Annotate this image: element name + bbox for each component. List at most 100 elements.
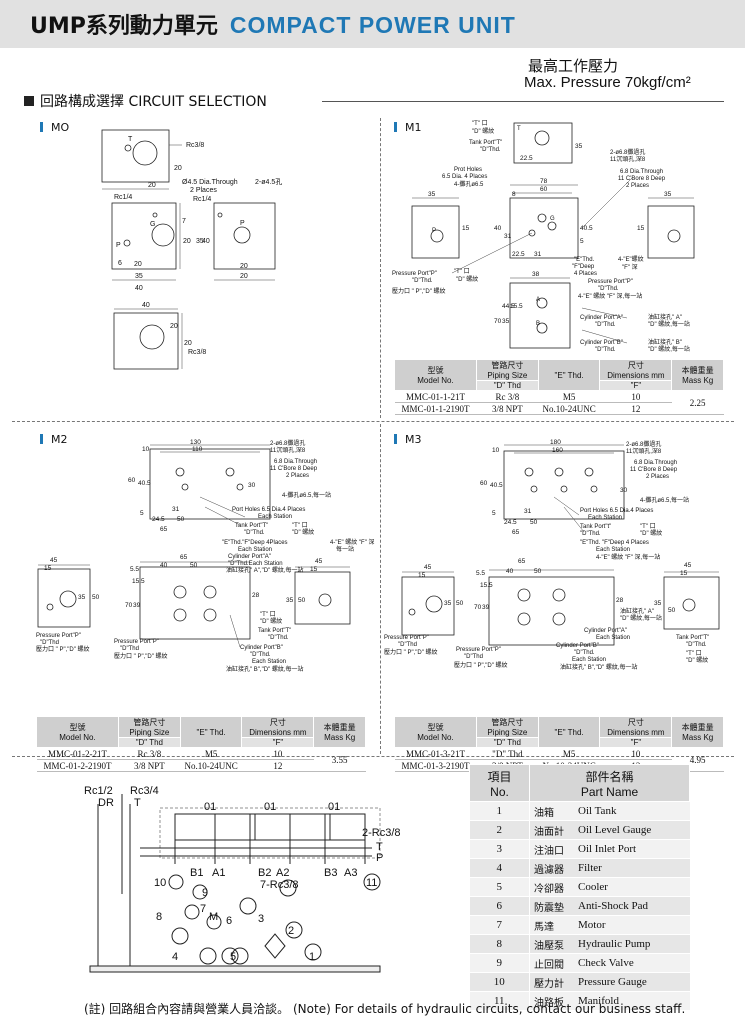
m3-dim-13: 35 — [444, 600, 452, 607]
part-name-cn: 過濾器 — [529, 858, 577, 878]
section-title: 回路構成選擇 CIRCUIT SELECTION — [24, 91, 267, 111]
m3-press-l-thd: "D"Thd — [398, 642, 417, 648]
part-name-cn: 止回閥 — [529, 953, 577, 973]
m2-tank: Tank Port"T" — [235, 523, 268, 529]
m2-ef-cn: 4-"E" 螺紋 "F" 深 — [330, 538, 375, 546]
part-no: 4 — [469, 858, 530, 878]
m1-dim-18: 44.5 — [502, 303, 515, 310]
circuit-label-01c: 01 — [328, 801, 340, 813]
m1-e-thd: "E"Thd. — [574, 257, 595, 263]
panel-label-m1: M1 — [394, 121, 422, 134]
m1-cyl-b-cn1: 油缸接孔" B" — [648, 338, 682, 346]
m2-dim-0: 130 — [190, 439, 201, 446]
part-name-en: Oil Level Gauge — [577, 820, 690, 840]
m3-th-mass-cn: 本體重量 — [681, 723, 714, 732]
m3-dim-3: 60 — [480, 480, 488, 487]
m2-ef: "E"Thd."F"Deep 4Places — [222, 540, 288, 546]
part-name-en: Oil Tank — [577, 801, 690, 821]
circuit-label-b3: B3 — [324, 867, 337, 879]
m1-th-pipe-cn: 管路尺寸 — [491, 361, 524, 370]
m2-dim-8: 50 — [177, 516, 185, 523]
panel-label-mo-text: MO — [51, 121, 70, 134]
table-row: MMC-01-2-21T Rc 3/8 M5 10 3.55 — [36, 747, 366, 772]
m2-th-model-cn: 型號 — [69, 723, 86, 732]
blue-bar-icon — [40, 122, 43, 132]
m2-dim-17: 50 — [190, 562, 198, 569]
divider-vertical-top — [380, 118, 381, 418]
m1-e-cn: 4-"E"螺紋 — [618, 255, 644, 263]
m3-th-model-cn: 型號 — [427, 723, 444, 732]
m3-dim-2: 10 — [492, 447, 500, 454]
m1-cyl-b-cn2: "D" 螺紋,每一站 — [648, 345, 690, 353]
m1-holes-en3: 2 Places — [626, 183, 649, 189]
m1-r0-f: 10 — [599, 390, 672, 403]
mo-dim-13: 20 — [184, 340, 192, 347]
m1-holes-en2: 11 C'Bore 8 Deep — [618, 176, 666, 182]
circuit-label-7: 7 — [200, 903, 206, 915]
m2-cyl-b-thd: "D"Thd. — [250, 652, 271, 658]
m3-each: Each Station — [588, 515, 622, 521]
m3-r1-model: MMC-01-3-2190T — [394, 759, 477, 772]
m3-th-pipe-en: Piping Size — [487, 728, 528, 737]
m2-port-holes: Port Holes 6.5 Dia.4 Places — [232, 507, 305, 513]
m1-cyl-b-thd: "D"Thd. — [595, 347, 616, 353]
m2-holes-en3: 2 Places — [286, 473, 309, 479]
part-name-en: Motor — [577, 915, 690, 935]
part-name-cn: 注油口 — [529, 839, 577, 859]
part-no: 5 — [469, 877, 530, 897]
m3-dim-12: 15 — [418, 572, 426, 579]
m1-label-g: G — [550, 216, 555, 222]
m2-r0-f: 10 — [241, 747, 314, 760]
m3-tank-r-thd: "D"Thd. — [686, 642, 707, 648]
mo-dim-14: 20 — [170, 323, 178, 330]
m1-four-places: 4 Places — [574, 271, 597, 277]
parts-th-name-en: Part Name — [580, 784, 639, 799]
part-name-en: Oil Inlet Port — [577, 839, 690, 859]
mo-right-block — [213, 202, 276, 270]
m3-holes-cn1: 2-ø6.8攤過孔 — [626, 440, 661, 448]
part-no: 8 — [469, 934, 530, 954]
m2-tank-cn1: "T" 口 — [292, 522, 308, 529]
m3-dim-7: 24.5 — [504, 519, 517, 526]
m1-th-model-cn: 型號 — [427, 366, 444, 375]
m3-r0-f: 10 — [599, 747, 672, 760]
part-name-en: Hydraulic Pump — [577, 934, 690, 954]
m3-right-block — [663, 576, 720, 630]
divider-horizontal-bottom — [12, 756, 734, 757]
m2-dim-10: 30 — [248, 482, 256, 489]
panel-label-m3-text: M3 — [405, 433, 422, 446]
m1-f-cn: "F" 深 — [622, 263, 638, 271]
mo-dim-6: 6 — [118, 260, 122, 267]
mo-dim-1: 20 — [174, 165, 182, 172]
max-pressure-en: Max. Pressure 70kgf/cm² — [524, 74, 691, 91]
m1-prot3: 4-攤孔ø6.5 — [454, 180, 484, 188]
table-row: MMC-01-1-21T Rc 3/8 M5 10 2.25 — [394, 390, 724, 415]
m1-press-thd: "D"Thd. — [412, 278, 433, 284]
m2-dim-7: 24.5 — [152, 516, 165, 523]
m3-top-manifold — [503, 450, 625, 520]
mo-dim-7: 20 — [134, 261, 142, 268]
m3-drawing: 2-ø6.8攤過孔 11沉頭孔,深8 6.8 Dia.Through 11 C'… — [384, 439, 720, 671]
m3-holes-en3: 2 Places — [646, 474, 669, 480]
m1-dim-0: 35 — [575, 143, 583, 150]
table-row: MMC-01-2-2190T 3/8 NPT No.10-24UNC 12 — [36, 759, 366, 772]
m3-press-l-cn: 壓力口 " P","D" 螺紋 — [384, 648, 438, 656]
part-name-cn: 壓力計 — [529, 972, 577, 992]
m1-cyl-a-cn2: "D" 螺紋,每一站 — [648, 320, 690, 328]
m2-dim-9: 65 — [160, 526, 168, 533]
circuit-label-2: 2 — [288, 925, 294, 937]
m1-holes-cn2: 11沉頭孔,深8 — [610, 155, 646, 163]
m3-center-block — [488, 576, 615, 646]
m2-t-cn2: "D" 螺紋 — [260, 617, 282, 625]
m1-dim-19: 15.5 — [510, 303, 523, 310]
m1-th-mass-en: Mass Kg — [682, 376, 714, 385]
mo-dim-12: 40 — [142, 302, 150, 309]
